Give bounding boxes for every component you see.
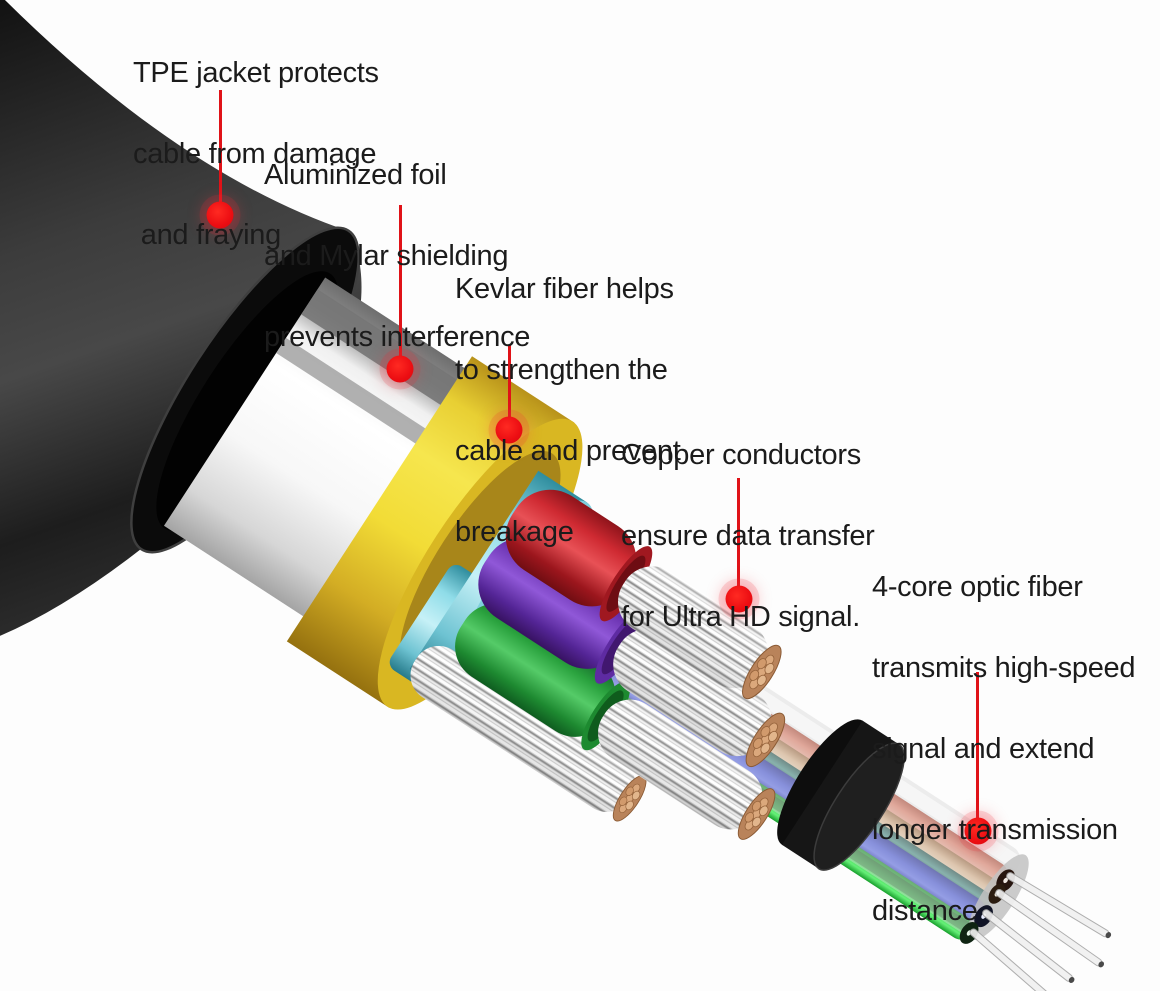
- callout-line: cable from damage: [133, 138, 377, 170]
- pointer-dot-optic-fiber: [964, 817, 992, 845]
- callout-line: signal and extend: [872, 733, 1095, 765]
- callout-tpe-jacket: TPE jacket protects cable from damage an…: [133, 6, 379, 276]
- wire-green: [455, 603, 782, 845]
- callout-line: for Ultra HD signal.: [621, 601, 860, 633]
- pointer-dot-aluminized-foil: [386, 355, 414, 383]
- pointer-line-kevlar-fiber: [508, 345, 511, 418]
- pointer-dot-tpe-jacket: [206, 201, 234, 229]
- callout-line: transmits high-speed: [872, 652, 1136, 684]
- pointer-line-tpe-jacket: [219, 90, 222, 202]
- callout-line: and fraying: [133, 219, 282, 251]
- callout-line: breakage: [455, 516, 574, 548]
- callout-line: cable and prevent: [455, 435, 681, 467]
- callout-line: 4-core optic fiber: [872, 571, 1083, 603]
- clamp-ring: [777, 719, 905, 871]
- callout-line: ensure data transfer: [621, 520, 875, 552]
- pointer-line-aluminized-foil: [399, 205, 402, 356]
- pointer-dot-kevlar-fiber: [495, 416, 523, 444]
- callout-line: longer transmission: [872, 814, 1118, 846]
- callout-line: distance: [872, 895, 978, 927]
- pointer-line-copper-conductors: [737, 478, 740, 586]
- callout-line: prevents interference: [264, 321, 531, 353]
- callout-line: to strengthen the: [455, 354, 668, 386]
- copper-bundle-lower: [410, 645, 653, 826]
- callout-line: Kevlar fiber helps: [455, 273, 674, 305]
- callout-aluminized-foil: Aluminized foil and Mylar shielding prev…: [264, 108, 530, 378]
- pointer-line-optic-fiber: [976, 672, 979, 818]
- callout-line: Copper conductors: [621, 439, 861, 471]
- wire-red: [505, 489, 789, 705]
- callout-optic-fiber: 4-core optic fiber transmits high-speed …: [872, 520, 1135, 952]
- callout-kevlar-fiber: Kevlar fiber helps to strengthen the cab…: [455, 222, 681, 573]
- optic-fibers: [969, 872, 1112, 991]
- callout-copper-conductors: Copper conductors ensure data transfer f…: [621, 388, 875, 658]
- callout-line: Aluminized foil: [264, 159, 447, 191]
- callout-line: TPE jacket protects: [133, 57, 379, 89]
- callout-line: and Mylar shielding: [264, 240, 509, 272]
- pointer-dot-copper-conductors: [725, 585, 753, 613]
